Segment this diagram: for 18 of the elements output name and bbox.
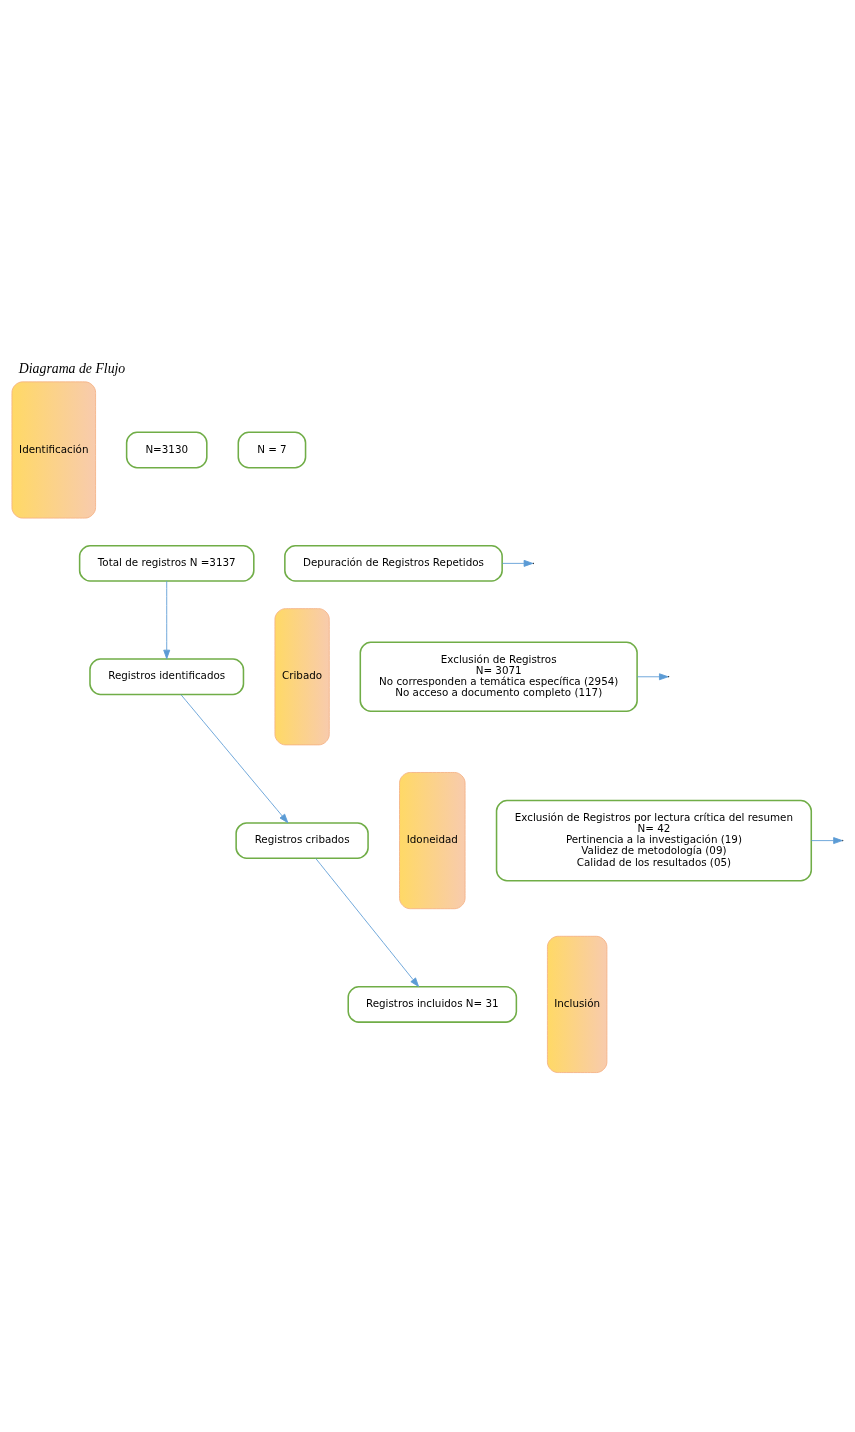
node-box: Identificación xyxy=(11,381,96,519)
node-box: N = 7 xyxy=(237,431,307,469)
arrow xyxy=(180,694,289,824)
node-box: Total de registros N =3137 xyxy=(78,544,255,582)
node-box: Registros identificados xyxy=(89,658,245,696)
node-box: Registros cribados xyxy=(235,822,369,860)
node-box: Idoneidad xyxy=(399,772,466,910)
node-box: Depuración de Registros Repetidos xyxy=(284,544,503,582)
node-box: Inclusión xyxy=(547,935,608,1073)
node-box: Registros incluidos N= 31 xyxy=(347,985,518,1023)
diagram-title: Diagrama de Flujo xyxy=(18,361,126,377)
arrow xyxy=(163,580,171,660)
node-box: Cribado xyxy=(274,608,330,746)
arrow xyxy=(636,673,669,681)
node-box: Exclusión de Registros N= 3071 No corresponden a temática específica (2954) No acceso a documento completo (117) xyxy=(359,641,638,713)
node-box: N=3130 xyxy=(125,431,208,469)
node-box: Exclusión de Registros por lectura crítica del resumen N= 42 Pertinencia a la investigación (19) Validez de metodología (09) Calidad de los resultados (05) xyxy=(495,799,813,882)
arrow xyxy=(315,858,420,987)
